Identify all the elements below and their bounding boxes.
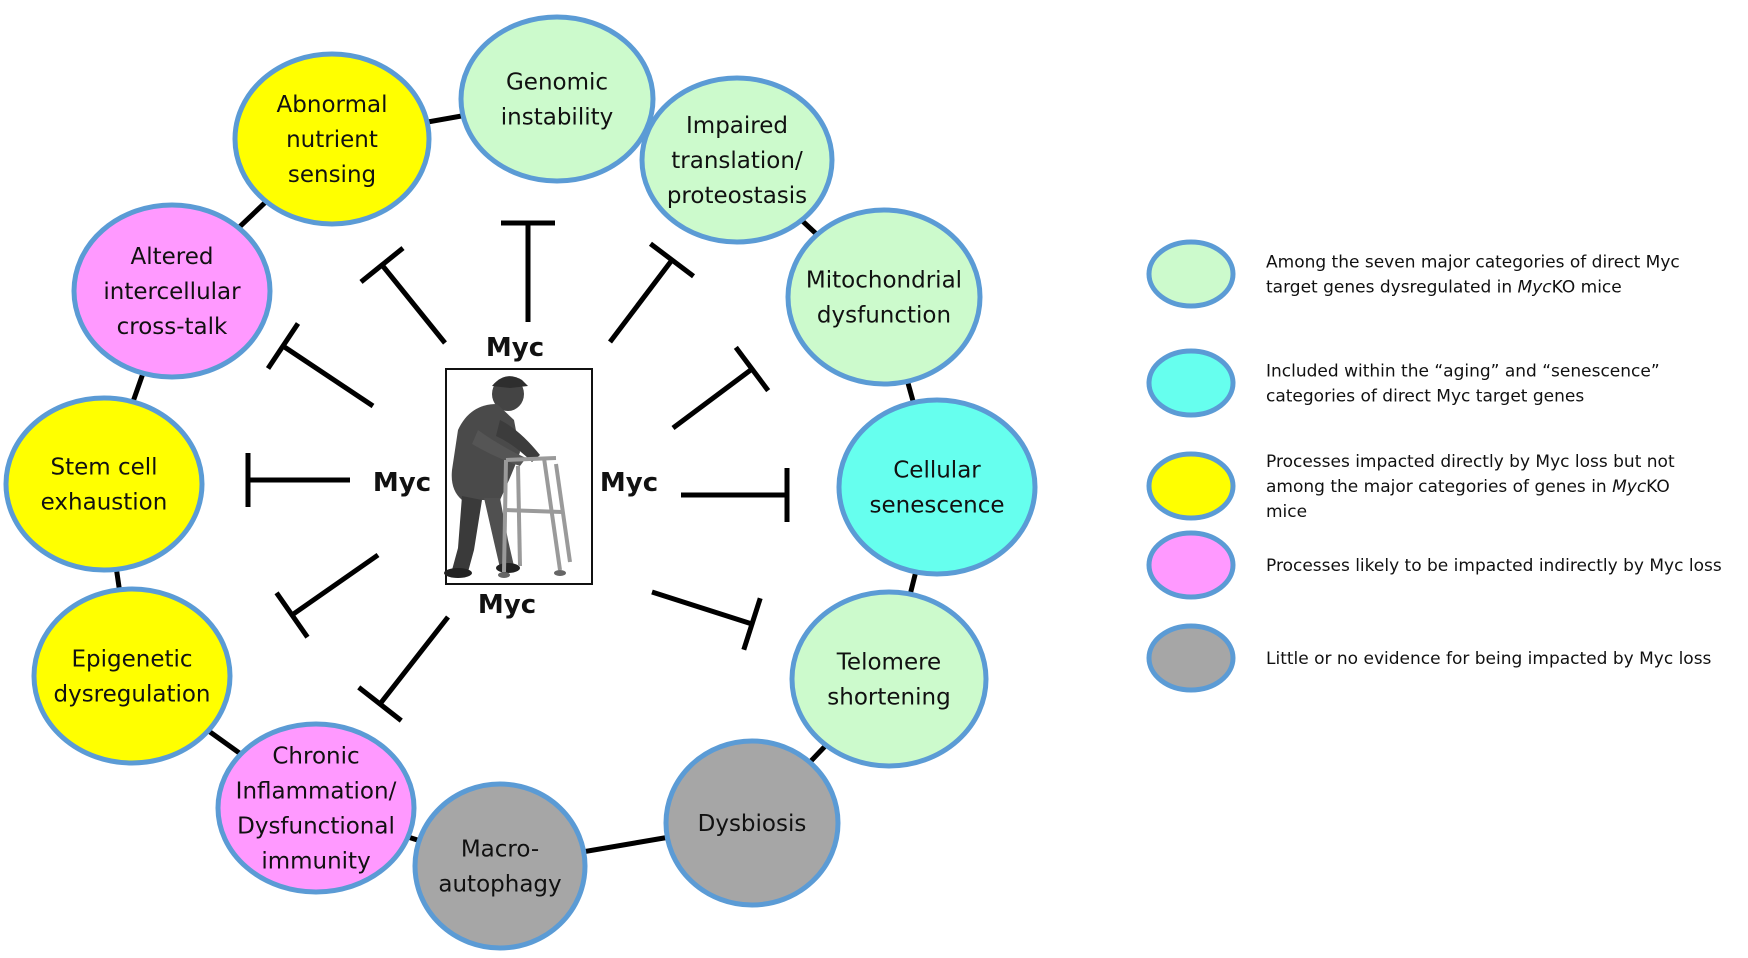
myc-label-bottom: Myc — [478, 590, 536, 620]
inhibition-arrow — [265, 322, 375, 409]
myc-label-left: Myc — [373, 468, 431, 498]
legend-text: Processes likely to be impacted indirect… — [1266, 556, 1722, 576]
legend-item-gray: Little or no evidence for being impacted… — [1146, 623, 1712, 693]
node-label: Dysbiosis — [698, 811, 807, 837]
node-label: Dysfunctional — [237, 814, 395, 840]
inhibition-arrow — [357, 615, 450, 723]
inhibition-arrow — [681, 468, 790, 522]
node-label: Telomere — [836, 650, 941, 676]
inhibition-arrow — [671, 345, 771, 431]
node-label: Mitochondrial — [806, 268, 962, 294]
myc-label-right: Myc — [600, 468, 658, 498]
legend-swatch — [1146, 348, 1236, 418]
node-label: Genomic — [506, 70, 608, 96]
node-label: intercellular — [103, 279, 241, 305]
node-label: Inflammation/ — [236, 779, 397, 805]
node-dysbiosis: Dysbiosis — [663, 738, 841, 908]
inhibition-arrows — [245, 220, 790, 723]
node-ellipse — [232, 51, 432, 227]
legend-text: Among the seven major categories of dire… — [1266, 253, 1680, 273]
node-label: nutrient — [286, 127, 378, 153]
node-ellipse — [785, 207, 983, 387]
node-label: autophagy — [438, 872, 561, 898]
node-label: proteostasis — [667, 183, 807, 209]
inhibition-arrow — [359, 246, 447, 345]
node-ellipse — [3, 395, 205, 573]
node-mitochondrial-dysfunction: Mitochondrial dysfunction — [785, 207, 983, 387]
node-ellipse — [639, 75, 835, 245]
node-ellipse — [663, 738, 841, 908]
node-macro-autophagy: Macro-autophagy — [412, 781, 588, 951]
node-label: sensing — [288, 162, 376, 188]
node-label: Epigenetic — [71, 647, 192, 673]
node-label: Abnormal — [277, 92, 388, 118]
node-label: senescence — [869, 493, 1004, 519]
node-abnormal-nutrient: Abnormal nutrient sensing — [232, 51, 432, 227]
node-label: immunity — [261, 849, 370, 875]
node-stem-cell-exhaustion: Stem cell exhaustion — [3, 395, 205, 573]
legend-item-light_green: Among the seven major categories of dire… — [1146, 239, 1680, 309]
legend-text: Little or no evidence for being impacted… — [1266, 649, 1712, 669]
node-ellipse — [215, 721, 417, 895]
node-label: exhaustion — [41, 490, 168, 516]
inhibition-arrow — [501, 220, 555, 322]
node-label: dysregulation — [53, 682, 210, 708]
node-ellipse — [836, 397, 1038, 577]
legend-text: Included within the “aging” and “senesce… — [1266, 362, 1660, 382]
legend-swatch — [1146, 623, 1236, 693]
legend-text: among the major categories of genes in M… — [1266, 477, 1670, 497]
legend-swatch — [1146, 451, 1236, 521]
node-ellipse — [458, 14, 656, 184]
node-epigenetic-dysregulation: Epigenetic dysregulation — [31, 586, 233, 766]
node-label: translation/ — [671, 148, 803, 174]
node-ellipse — [71, 202, 273, 380]
node-impaired-translation: Impaired translation/proteostasis — [639, 75, 835, 245]
center-figure — [444, 368, 593, 585]
node-label: Chronic — [272, 744, 359, 770]
inhibition-arrow — [651, 589, 763, 651]
node-ellipse — [31, 586, 233, 766]
hallmark-nodes: Genomic instability Impaired translation/pr… — [3, 14, 1038, 951]
node-label: Macro- — [461, 837, 539, 863]
node-label: Stem cell — [50, 455, 157, 481]
legend-item-pink: Processes likely to be impacted indirect… — [1146, 530, 1722, 600]
legend-text: target genes dysregulated in MycKO mice — [1266, 278, 1622, 298]
myc-labels: Myc Myc Myc Myc — [373, 333, 658, 620]
node-label: Cellular — [893, 458, 981, 484]
inhibition-arrow — [608, 241, 696, 344]
node-label: shortening — [827, 685, 950, 711]
node-ellipse — [789, 589, 989, 769]
inhibition-arrow — [274, 552, 380, 639]
node-ellipse — [412, 781, 588, 951]
legend-text: mice — [1266, 502, 1307, 522]
legend-text: categories of direct Myc target genes — [1266, 387, 1584, 407]
elderly-person-with-walker-icon — [444, 376, 572, 578]
legend-swatch — [1146, 530, 1236, 600]
node-label: Altered — [131, 244, 214, 270]
node-label: instability — [501, 105, 613, 131]
node-label: cross-talk — [117, 314, 228, 340]
node-label: dysfunction — [817, 303, 951, 329]
legend: Among the seven major categories of dire… — [1146, 239, 1722, 693]
inhibition-arrow — [245, 453, 350, 507]
legend-swatch — [1146, 239, 1236, 309]
node-genomic-instability: Genomic instability — [458, 14, 656, 184]
node-cellular-senescence: Cellular senescence — [836, 397, 1038, 577]
node-label: Impaired — [686, 113, 788, 139]
legend-text: Processes impacted directly by Myc loss … — [1266, 452, 1675, 472]
myc-label-top: Myc — [486, 333, 544, 363]
node-telomere-shortening: Telomere shortening — [789, 589, 989, 769]
legend-item-cyan: Included within the “aging” and “senesce… — [1146, 348, 1660, 418]
legend-item-yellow: Processes impacted directly by Myc loss … — [1146, 451, 1675, 522]
node-altered-intercellular: Altered intercellular cross-talk — [71, 202, 273, 380]
